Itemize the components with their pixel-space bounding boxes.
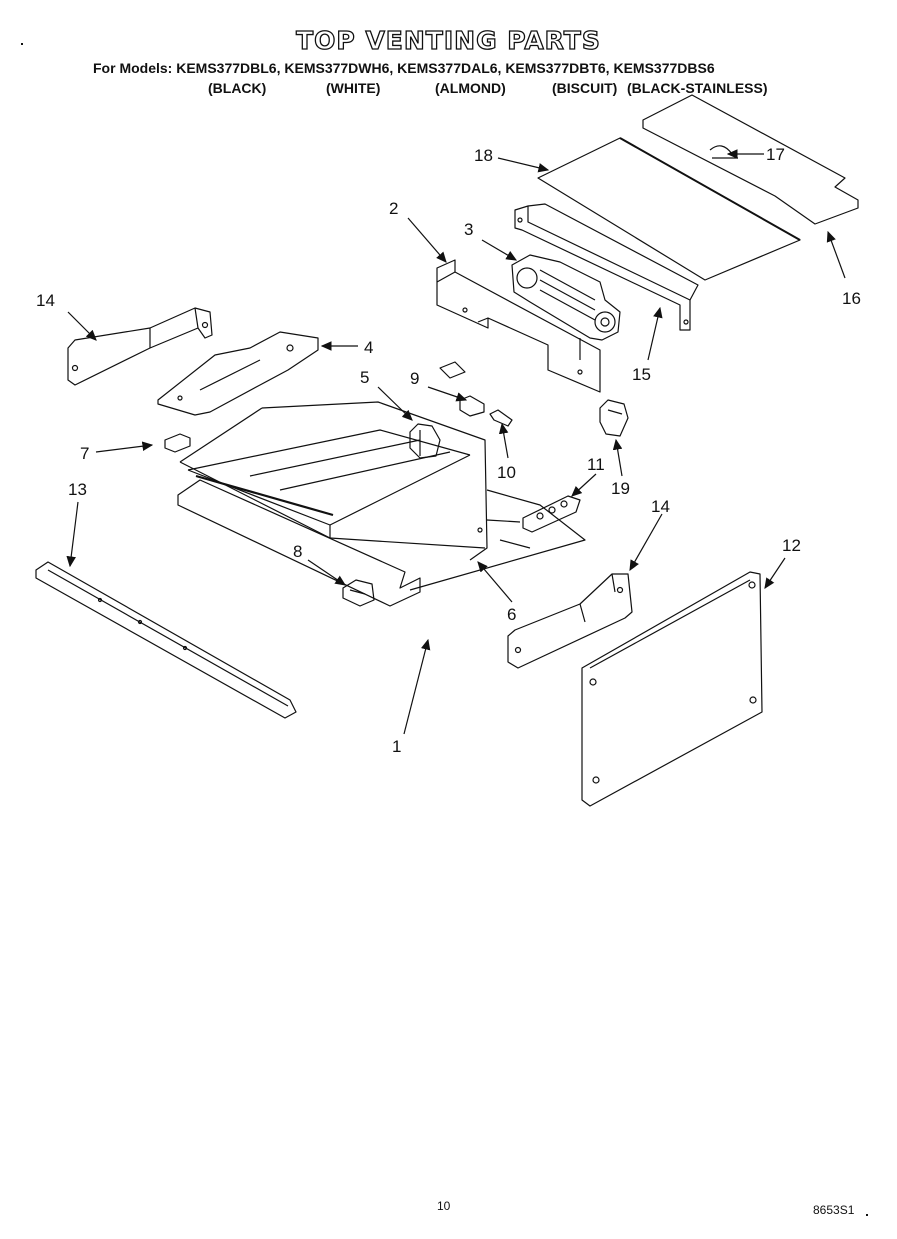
callout-4: 4	[364, 338, 373, 357]
side-bracket-part-14	[67, 307, 213, 386]
callout-16: 16	[842, 289, 861, 308]
clip-part-9	[439, 361, 485, 417]
page-number: 10	[437, 1199, 451, 1213]
color-biscuit: (BISCUIT)	[552, 80, 618, 96]
callout-12: 12	[782, 536, 801, 555]
leader-lines	[66, 149, 846, 735]
rear-bracket-part-15	[514, 203, 699, 331]
color-white: (WHITE)	[326, 80, 381, 96]
baffle-sheet-part-18	[537, 137, 801, 281]
vent-tray-part-6	[177, 401, 586, 607]
color-almond: (ALMOND)	[435, 80, 506, 96]
trim-strip-part-13	[35, 561, 297, 719]
callout-labels: 1 2 3 4 5 6 7 8 9 10 11 12 13 14 14 15 1…	[36, 145, 861, 756]
color-black-stainless: (BLACK-STAINLESS)	[627, 80, 768, 96]
callout-9: 9	[410, 369, 419, 388]
top-panel-part-16	[642, 94, 859, 225]
side-bracket-part-14-right	[507, 573, 633, 669]
callout-7: 7	[80, 444, 89, 463]
corner-mark	[21, 43, 23, 45]
callout-10: 10	[497, 463, 516, 482]
callout-11: 11	[587, 455, 605, 474]
terminal-block-part-11	[522, 495, 581, 533]
document-number: 8653S1	[813, 1203, 855, 1217]
connector-part-8	[342, 579, 375, 607]
switch-part-19	[599, 399, 629, 437]
side-panel-part-12	[581, 571, 763, 807]
callout-8: 8	[293, 542, 302, 561]
color-black: (BLACK)	[208, 80, 267, 96]
callout-13: 13	[68, 480, 87, 499]
models-line: For Models: KEMS377DBL6, KEMS377DWH6, KE…	[93, 60, 715, 76]
callout-18: 18	[474, 146, 493, 165]
blower-housing-part-2	[436, 259, 601, 393]
page-title: TOP VENTING PARTS	[295, 25, 601, 55]
callout-19: 19	[611, 479, 630, 498]
callout-2: 2	[389, 199, 398, 218]
pin-part-10	[489, 409, 513, 427]
duct-plate-part-4	[157, 331, 319, 416]
callout-5: 5	[360, 368, 369, 387]
callout-6: 6	[507, 605, 516, 624]
callout-3: 3	[464, 220, 473, 239]
corner-mark	[866, 1214, 868, 1216]
callout-14-right: 14	[651, 497, 670, 516]
callout-1: 1	[392, 737, 401, 756]
blower-motor-part-3	[511, 254, 621, 360]
block-part-7	[164, 433, 191, 453]
callout-14: 14	[36, 291, 55, 310]
switch-part-5	[409, 423, 441, 459]
callout-15: 15	[632, 365, 651, 384]
callout-17: 17	[766, 145, 785, 164]
